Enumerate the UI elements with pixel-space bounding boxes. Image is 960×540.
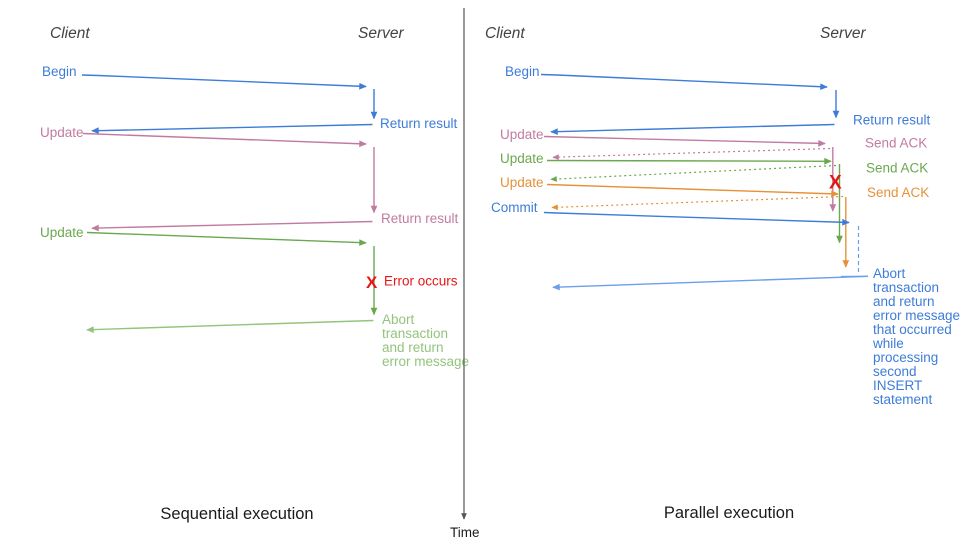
- par-begin-label: Begin: [505, 64, 540, 79]
- par-abort-line: statement: [873, 392, 933, 407]
- seq-abort-line: error message: [382, 354, 469, 369]
- par-commit-label: Commit: [491, 200, 538, 215]
- seq-begin-arrow: [81, 74, 367, 90]
- par-abort-line: that occurred: [873, 322, 952, 337]
- par-commit-arrow: [543, 211, 850, 226]
- seq-error-x-icon: X: [366, 273, 378, 292]
- seq-update-2-arrow: [86, 231, 367, 246]
- seq-client-header: Client: [50, 25, 90, 42]
- par-return-result-label: Return result: [853, 113, 931, 128]
- par-send-ack-2-label: Send ACK: [866, 161, 928, 176]
- par-send-ack-3-arrow: [551, 195, 844, 211]
- seq-update-1-label: Update: [40, 125, 84, 140]
- seq-update-2-label: Update: [40, 225, 84, 240]
- seq-return-result-1-label: Return result: [380, 116, 458, 131]
- par-update-1-label: Update: [500, 127, 544, 142]
- par-abort-return-arrow: [552, 275, 869, 291]
- par-update-3-arrow: [546, 183, 839, 198]
- par-update-2-label: Update: [500, 151, 544, 166]
- seq-return-result-1-arrow: [91, 123, 373, 135]
- seq-abort-line: Abort: [382, 312, 415, 327]
- par-abort-line: second: [873, 364, 917, 379]
- par-update-2-arrow: [546, 157, 832, 165]
- par-abort-line: Abort: [873, 266, 906, 281]
- par-update-3-label: Update: [500, 175, 544, 190]
- time-axis-label: Time: [450, 525, 480, 540]
- par-send-ack-2-arrow: [550, 164, 837, 182]
- par-abort-line: INSERT: [873, 378, 922, 393]
- par-update-1-arrow: [543, 135, 826, 147]
- par-abort-line: transaction: [873, 280, 939, 295]
- par-server-header: Server: [820, 25, 866, 42]
- seq-abort-text: Abort transaction and return error messa…: [382, 312, 469, 369]
- par-abort-line: error message: [873, 308, 960, 323]
- seq-abort-return-arrow: [86, 319, 374, 333]
- par-return-result-arrow: [550, 123, 835, 135]
- par-begin-arrow: [540, 73, 828, 91]
- par-abort-line: processing: [873, 350, 938, 365]
- sequential-panel: Client Server Begin Return result Update…: [40, 25, 469, 523]
- seq-abort-line: transaction: [382, 326, 448, 341]
- seq-begin-label: Begin: [42, 64, 77, 79]
- sequential-execution-title: Sequential execution: [160, 505, 313, 523]
- par-abort-line: while: [872, 336, 904, 351]
- seq-update-1-arrow: [82, 132, 367, 148]
- time-axis: Time: [450, 8, 480, 540]
- par-error-x-icon: X: [829, 173, 842, 194]
- seq-error-occurs-label: Error occurs: [384, 274, 458, 289]
- par-abort-line: and return: [873, 294, 935, 309]
- seq-abort-line: and return: [382, 340, 444, 355]
- seq-server-header: Server: [358, 25, 404, 42]
- par-send-ack-3-label: Send ACK: [867, 185, 929, 200]
- parallel-panel: Client Server Begin Return result Update…: [485, 25, 960, 522]
- par-send-ack-1-arrow: [552, 147, 831, 160]
- seq-return-result-2-label: Return result: [381, 211, 459, 226]
- par-client-header: Client: [485, 25, 525, 42]
- parallel-execution-title: Parallel execution: [664, 504, 794, 522]
- seq-return-result-2-arrow: [91, 220, 373, 232]
- par-send-ack-1-label: Send ACK: [865, 136, 927, 151]
- par-abort-text: Abort transaction and return error messa…: [872, 266, 960, 407]
